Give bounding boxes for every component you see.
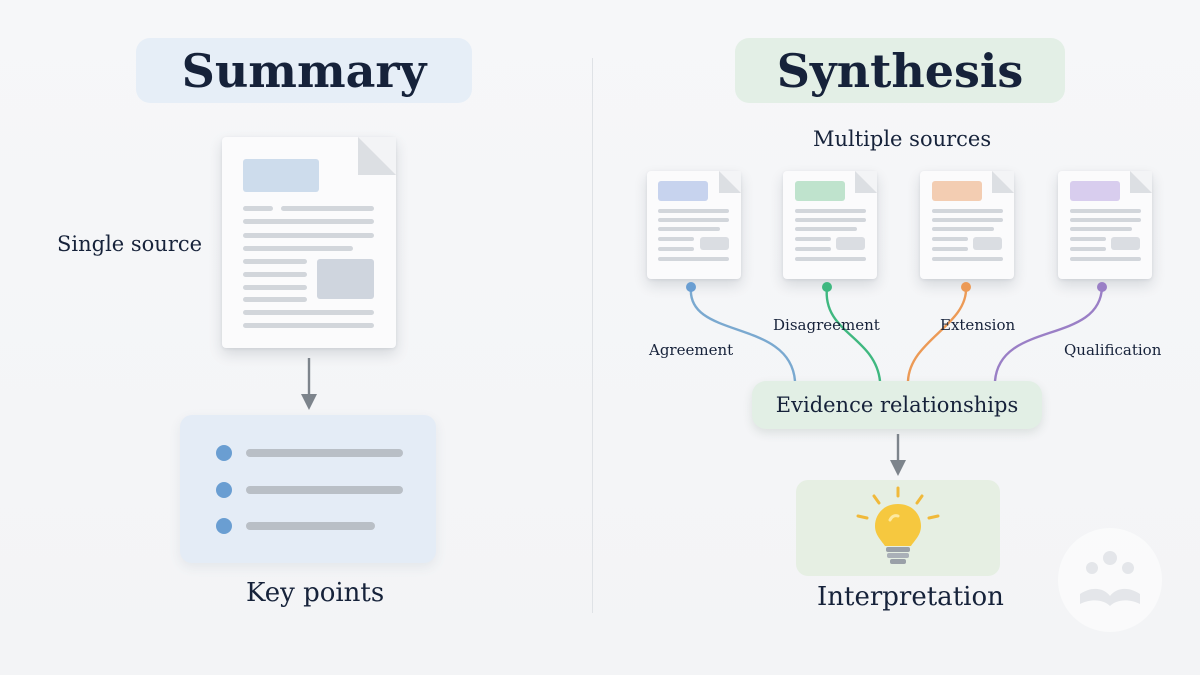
key-points-panel xyxy=(180,415,436,563)
source-document-icon xyxy=(783,171,877,279)
arrow-down-icon xyxy=(890,434,906,476)
disagreement-label: Disagreement xyxy=(773,316,880,334)
source-document-icon xyxy=(647,171,741,279)
single-source-label: Single source xyxy=(57,232,203,256)
synthesis-title: Synthesis xyxy=(735,38,1065,103)
source-document-icon xyxy=(920,171,1014,279)
qualification-label: Qualification xyxy=(1064,341,1162,359)
source-document-icon xyxy=(1058,171,1152,279)
bullet-icon xyxy=(216,445,232,461)
multiple-sources-label: Multiple sources xyxy=(813,127,992,151)
extension-label: Extension xyxy=(940,316,1016,334)
evidence-relationships-node: Evidence relationships xyxy=(752,381,1042,429)
watermark-logo-icon xyxy=(1058,528,1162,632)
key-points-label: Key points xyxy=(246,578,385,608)
lightbulb-icon xyxy=(856,486,940,564)
interpretation-panel xyxy=(796,480,1000,576)
panel-divider xyxy=(592,58,593,613)
bullet-icon xyxy=(216,518,232,534)
interpretation-label: Interpretation xyxy=(817,582,1004,612)
bullet-icon xyxy=(216,482,232,498)
arrow-down-icon xyxy=(301,358,317,410)
summary-title: Summary xyxy=(136,38,472,103)
agreement-label: Agreement xyxy=(649,341,734,359)
single-source-document-icon xyxy=(222,137,396,348)
